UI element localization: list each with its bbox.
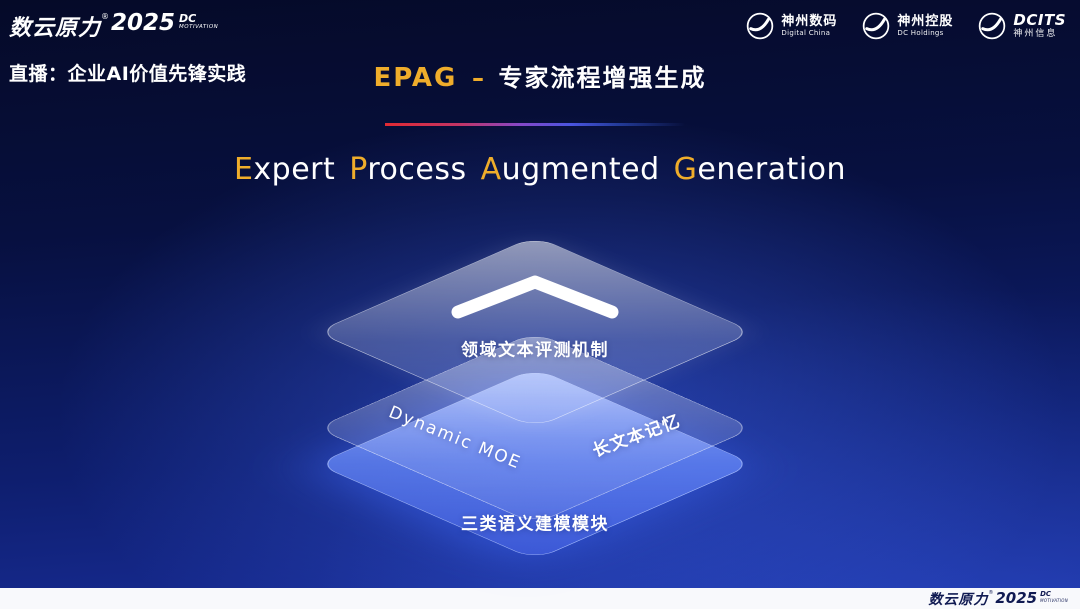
title-chinese: 专家流程增强生成 [498,64,707,92]
subtitle: Expert Process Augmented Generation [0,152,1080,187]
partner-logo-title: DCITS [1013,11,1066,30]
digital-china-swoosh-icon [745,11,775,41]
brand-motivation-label: MOTIVATION [179,24,219,30]
dcits-swoosh-icon [977,11,1007,41]
footer-brand-motivation-label: MOTIVATION [1040,597,1068,603]
partner-logo-dc-holdings: 神州控股 DC Holdings [861,11,953,41]
partner-logo-dcits: DCITS 神州信息 [977,11,1066,41]
brand-dc-motivation: DC MOTIVATION [179,13,218,31]
live-label: 直播：企业AI价值先锋实践 [9,63,247,85]
registered-mark: ® [101,12,110,21]
subtitle-word: Process [349,152,467,187]
title-abbr: EPAG [373,63,458,93]
chevron-up-icon [451,275,619,319]
partner-logo-title: 神州控股 [897,13,954,29]
partner-logo-subtitle: 神州信息 [1013,29,1058,40]
footer-brand-year: 2025 [995,588,1038,607]
layer-label-semantic-modules: 三类语义建模模块 [461,514,609,535]
footer-brand-name-cn: 数云原力 [928,591,989,608]
brand-dc-label: DC [179,12,197,25]
page-title: EPAG – 专家流程增强生成 [0,58,1080,93]
gradient-divider [385,123,685,126]
brand-name-cn: 数云原力 [9,16,102,41]
footer-brand-dc-motivation: DC MOTIVATION [1040,589,1068,603]
title-separator: – [471,64,484,92]
brand-year: 2025 [111,10,176,36]
partner-logo-subtitle: Digital China [781,29,831,38]
subtitle-word: Generation [673,152,847,187]
subtitle-word: Augmented [480,152,660,187]
footer-brand-dc-label: DC [1040,589,1052,598]
subtitle-word: Expert [233,152,336,187]
partner-logos: 神州数码 Digital China 神州控股 DC Holdings DCIT… [745,11,1066,41]
footer-bar: 数云原力 ® 2025 DC MOTIVATION [0,588,1080,609]
dc-holdings-swoosh-icon [861,11,891,41]
footer-brand-logo: 数云原力 ® 2025 DC MOTIVATION [928,589,1068,609]
partner-logo-subtitle: DC Holdings [897,29,944,38]
layer-label-evaluation: 领域文本评测机制 [461,340,609,361]
partner-logo-digital-china: 神州数码 Digital China [745,11,837,41]
partner-logo-title: 神州数码 [781,13,838,29]
brand-logo: 数云原力 ® 2025 DC MOTIVATION [9,10,218,42]
footer-registered-mark: ® [988,589,994,596]
